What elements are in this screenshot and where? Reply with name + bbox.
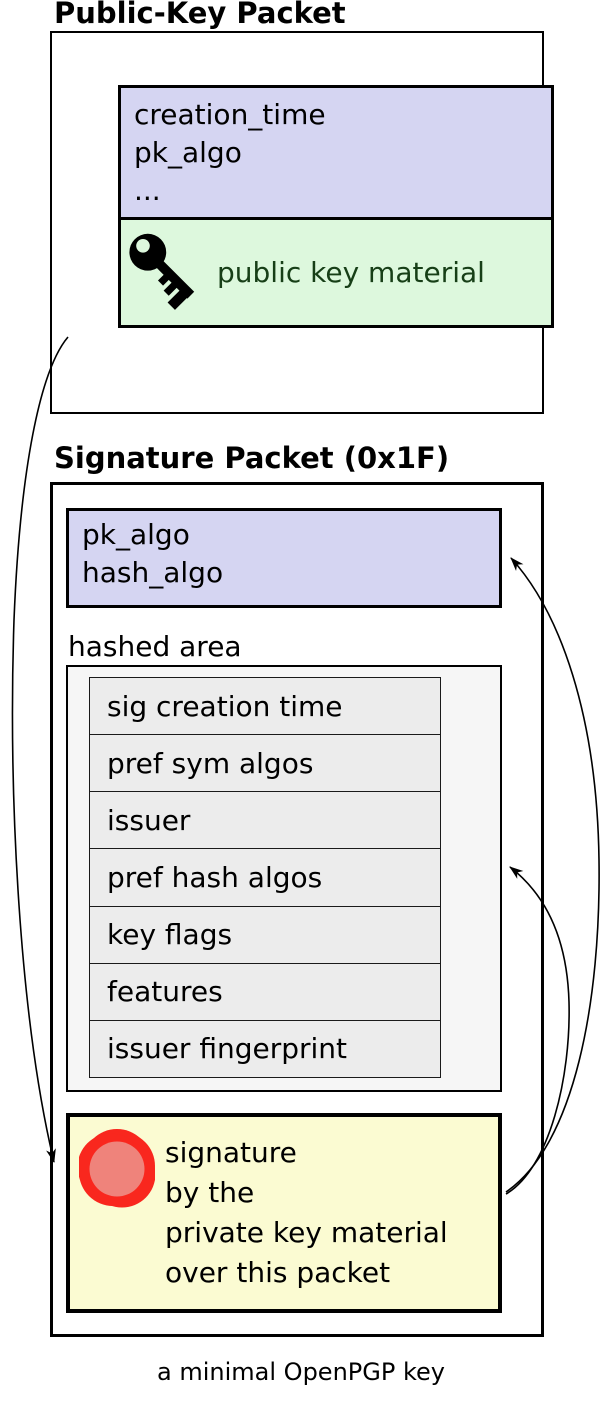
public-key-material-section: public key material: [118, 217, 554, 328]
subpacket-issuer: issuer: [90, 791, 440, 849]
subpacket-issuer-fingerprint: issuer fingerprint: [90, 1019, 440, 1077]
field-hash-algo: hash_algo: [82, 556, 224, 589]
subpacket-sig-creation-time: sig creation time: [90, 678, 440, 735]
subpacket-pref-hash-algos: pref hash algos: [90, 848, 440, 906]
signature-line: private key material: [165, 1216, 448, 1249]
subpacket-pref-sym-algos: pref sym algos: [90, 734, 440, 792]
subpacket-key-flags: key flags: [90, 905, 440, 963]
public-key-packet-contents: creation_time pk_algo ... public key mat…: [118, 85, 554, 328]
public-key-material-label: public key material: [217, 256, 485, 289]
public-key-packet-title: Public-Key Packet: [54, 0, 346, 30]
field-pk-algo: pk_algo: [82, 518, 190, 551]
field-ellipsis: ...: [134, 174, 161, 207]
diagram-caption: a minimal OpenPGP key: [157, 1358, 445, 1386]
signature-description: signature by the private key material ov…: [165, 1133, 448, 1293]
subpacket-features: features: [90, 962, 440, 1020]
signature-value-box: signature by the private key material ov…: [66, 1113, 502, 1313]
signature-line: by the: [165, 1176, 255, 1209]
signature-packet-title: Signature Packet (0x1F): [54, 441, 450, 475]
seal-icon: [79, 1129, 155, 1208]
hashed-subpacket-table: sig creation time pref sym algos issuer …: [89, 677, 441, 1078]
public-key-packet-box: creation_time pk_algo ... public key mat…: [50, 31, 554, 414]
field-creation-time: creation_time: [134, 98, 326, 131]
signature-line: over this packet: [165, 1256, 391, 1289]
signature-line: signature: [165, 1136, 297, 1169]
hashed-area-label: hashed area: [68, 630, 242, 663]
public-key-header-fields: creation_time pk_algo ...: [121, 88, 551, 210]
field-pk-algo: pk_algo: [134, 136, 242, 169]
key-icon: [129, 233, 195, 310]
signature-header-box: pk_algo hash_algo: [66, 508, 502, 608]
